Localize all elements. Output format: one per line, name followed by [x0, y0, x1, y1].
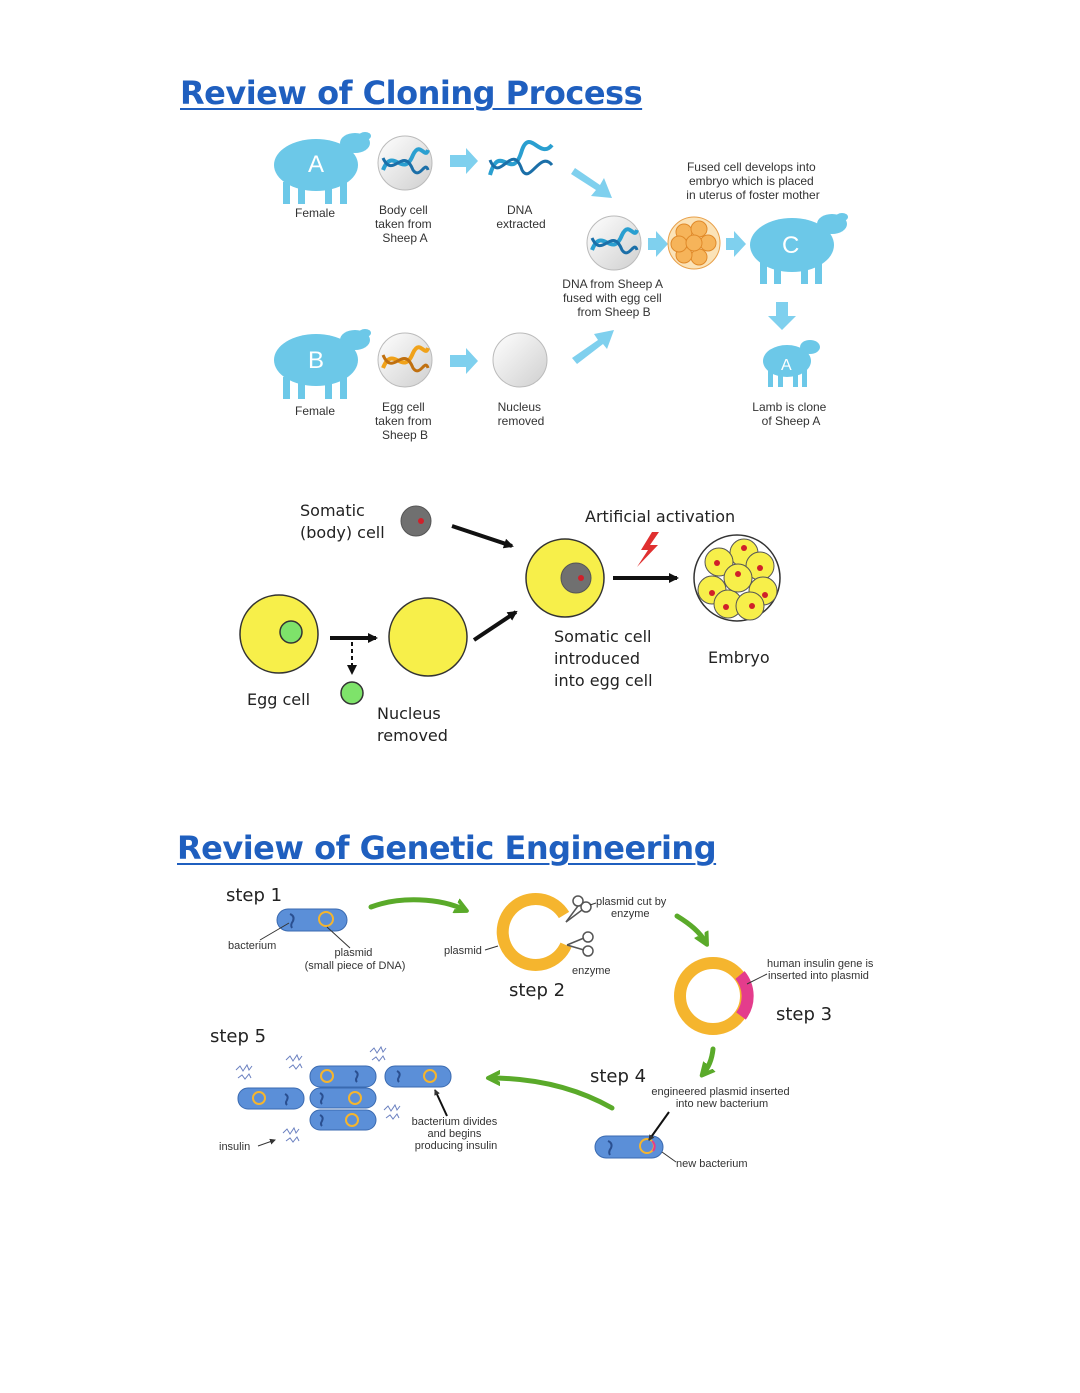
divides-label: bacterium divides and begins producing i…	[412, 1116, 501, 1152]
egg-cell-label: Egg cell taken from Sheep B	[375, 400, 435, 442]
arrow-icon	[450, 348, 478, 374]
arrow-icon	[572, 330, 614, 364]
arrow-icon	[571, 168, 612, 198]
green-arrow-icon	[674, 913, 706, 943]
sheep-a-letter: A	[308, 151, 324, 178]
enucleated-egg-icon	[388, 597, 468, 677]
somatic-cell-label: Somatic (body) cell	[300, 501, 385, 542]
sheep-a-icon: A	[274, 132, 371, 204]
body-cell-label: Body cell taken from Sheep A	[375, 203, 435, 245]
female-b-label: Female	[295, 404, 335, 418]
cut-plasmid-icon	[496, 892, 594, 971]
genetic-engineering-heading: Review of Genetic Engineering	[177, 829, 717, 867]
green-arrow-icon	[703, 1046, 713, 1074]
embryo-icon	[693, 534, 781, 622]
introduced-label: Somatic cell introduced into egg cell	[554, 627, 657, 690]
somatic-cell-icon	[400, 505, 432, 537]
sheep-b-icon: B	[274, 329, 371, 399]
recombinant-plasmid-icon	[674, 957, 754, 1035]
step2-label: step 2	[509, 980, 565, 1001]
embryo-note-label: Fused cell develops into embryo which is…	[686, 160, 819, 202]
fused-cell-icon	[586, 215, 642, 271]
embryo-label: Embryo	[708, 648, 770, 667]
step5-label: step 5	[210, 1026, 266, 1047]
body-cell-icon	[377, 135, 433, 191]
egg-cell-text: Egg cell	[247, 690, 310, 709]
sheep-c-icon: C	[750, 213, 848, 284]
arrow-icon	[726, 231, 746, 257]
plasmid-cut-label: plasmid cut by enzyme	[596, 896, 669, 920]
fused-cell-label: DNA from Sheep A fused with egg cell fro…	[562, 277, 665, 319]
nucleus-removed-text: Nucleus removed	[377, 704, 448, 745]
lamb-letter: A	[781, 357, 792, 374]
bacterium-label: bacterium	[228, 940, 276, 952]
cloning-heading: Review of Cloning Process	[180, 74, 643, 112]
new-bacterium-label: new bacterium	[676, 1158, 748, 1170]
green-arrow-icon	[368, 897, 465, 910]
plasmid-definition-label: plasmid (small piece of DNA)	[305, 947, 406, 972]
arrow-icon	[768, 302, 796, 330]
arrow-icon	[450, 148, 478, 174]
fused-egg-icon	[525, 538, 605, 618]
insulin-molecules-icon	[235, 1045, 401, 1143]
arrow-icon	[648, 231, 668, 257]
bacterium-icon	[276, 908, 348, 932]
lamb-icon: A	[763, 340, 820, 387]
new-bacterium-icon	[594, 1135, 664, 1159]
enzyme-label: enzyme	[572, 965, 611, 977]
plasmid-label: plasmid	[444, 945, 482, 957]
insulin-gene-label: human insulin gene is inserted into plas…	[767, 958, 876, 982]
lightning-icon	[637, 532, 659, 567]
step4-label: step 4	[590, 1066, 646, 1087]
egg-cell-circle-icon	[239, 594, 319, 674]
artificial-activation-label: Artificial activation	[585, 507, 735, 526]
arrow-icon	[472, 610, 518, 642]
green-arrow-icon	[490, 1078, 615, 1111]
nucleus-removed-label: Nucleus removed	[498, 400, 545, 428]
egg-cell-icon	[377, 332, 433, 388]
empty-egg-icon	[492, 332, 548, 388]
engineered-plasmid-label: engineered plasmid inserted into new bac…	[651, 1086, 792, 1110]
bacteria-colony-icon	[237, 1065, 452, 1131]
female-a-label: Female	[295, 206, 335, 220]
lamb-label: Lamb is clone of Sheep A	[752, 400, 829, 428]
sheep-b-letter: B	[308, 347, 324, 374]
dna-extracted-icon	[488, 140, 554, 176]
sheep-c-letter: C	[782, 232, 799, 259]
dna-extracted-label: DNA extracted	[496, 203, 545, 231]
step1-label: step 1	[226, 885, 282, 906]
removed-nucleus-icon	[340, 681, 364, 705]
arrow-icon	[451, 524, 514, 549]
step3-label: step 3	[776, 1004, 832, 1025]
insulin-label: insulin	[219, 1141, 250, 1153]
embryo-cluster-icon	[667, 216, 721, 270]
